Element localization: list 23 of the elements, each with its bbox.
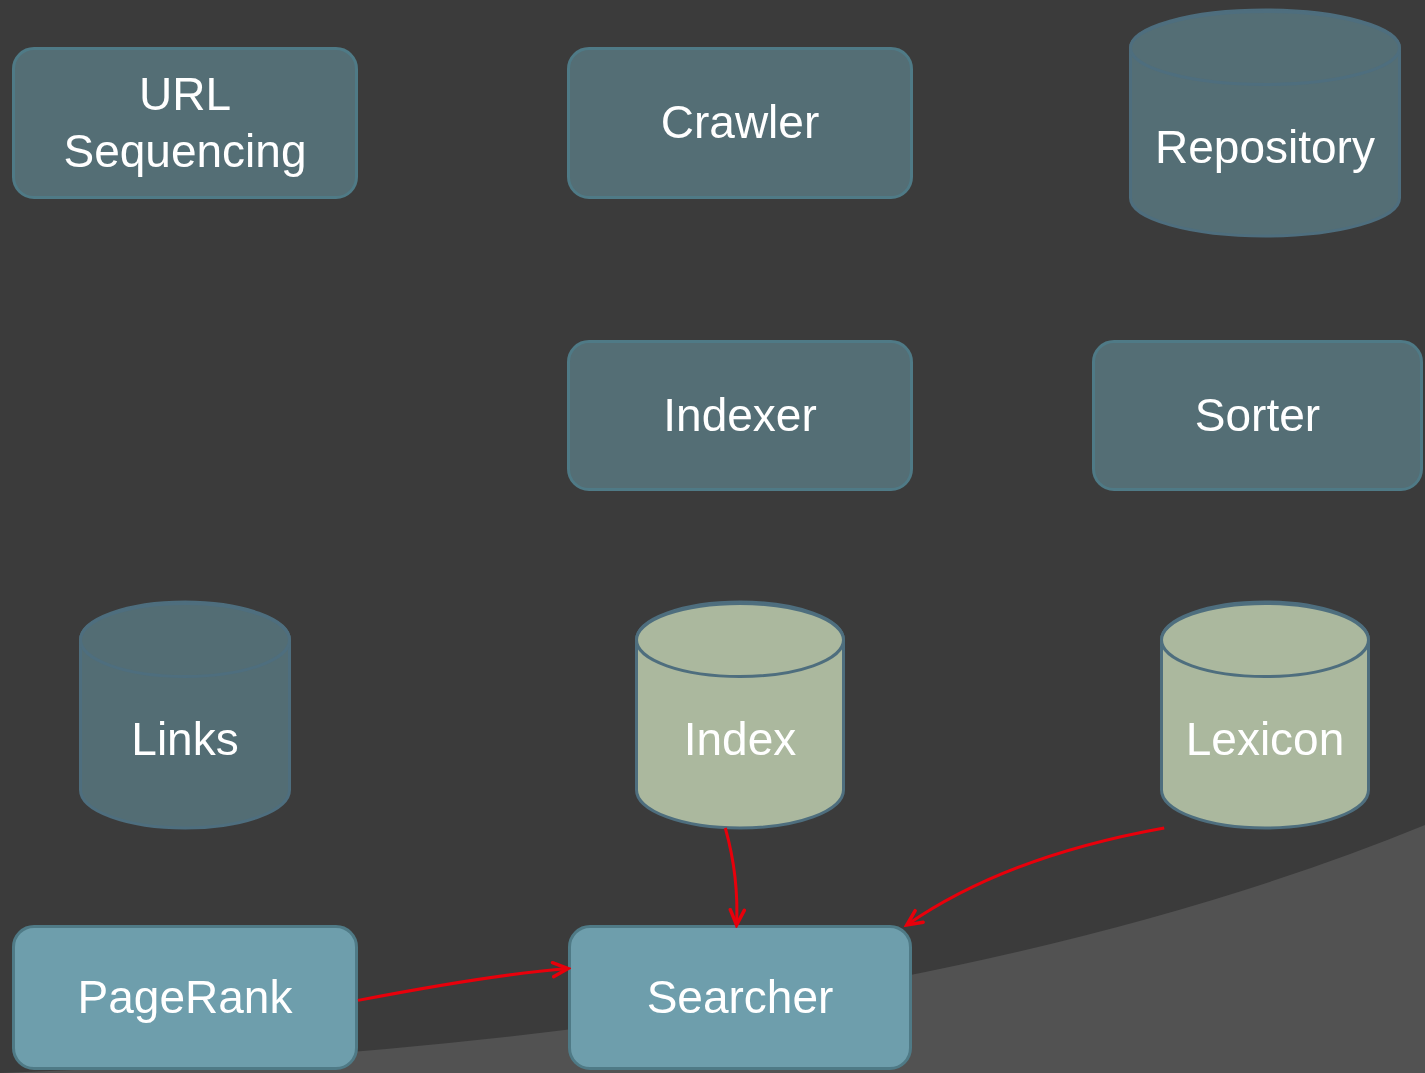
arrow <box>357 961 570 1002</box>
arrow <box>723 827 746 927</box>
node-label: PageRank <box>76 969 294 1025</box>
node-label: Sorter <box>1193 387 1322 443</box>
database-cylinder <box>635 602 845 828</box>
process-box <box>567 47 913 199</box>
database-cylinder <box>1160 602 1370 828</box>
node-label: Index <box>682 712 798 768</box>
database-cylinder <box>79 602 291 828</box>
process-box <box>12 925 358 1070</box>
process-box <box>12 47 358 199</box>
node-label: Indexer <box>662 387 818 443</box>
node-label: Lexicon <box>1184 712 1346 768</box>
node-label: Repository <box>1154 120 1376 176</box>
node-label: Searcher <box>645 969 835 1025</box>
node-label: Links <box>130 712 240 768</box>
database-cylinder <box>1129 10 1401 236</box>
process-box <box>567 340 913 491</box>
process-box <box>1092 340 1423 491</box>
node-label: URL Sequencing <box>62 66 308 179</box>
process-box <box>568 925 912 1070</box>
node-label: Crawler <box>659 95 821 151</box>
arrow <box>905 826 1165 927</box>
